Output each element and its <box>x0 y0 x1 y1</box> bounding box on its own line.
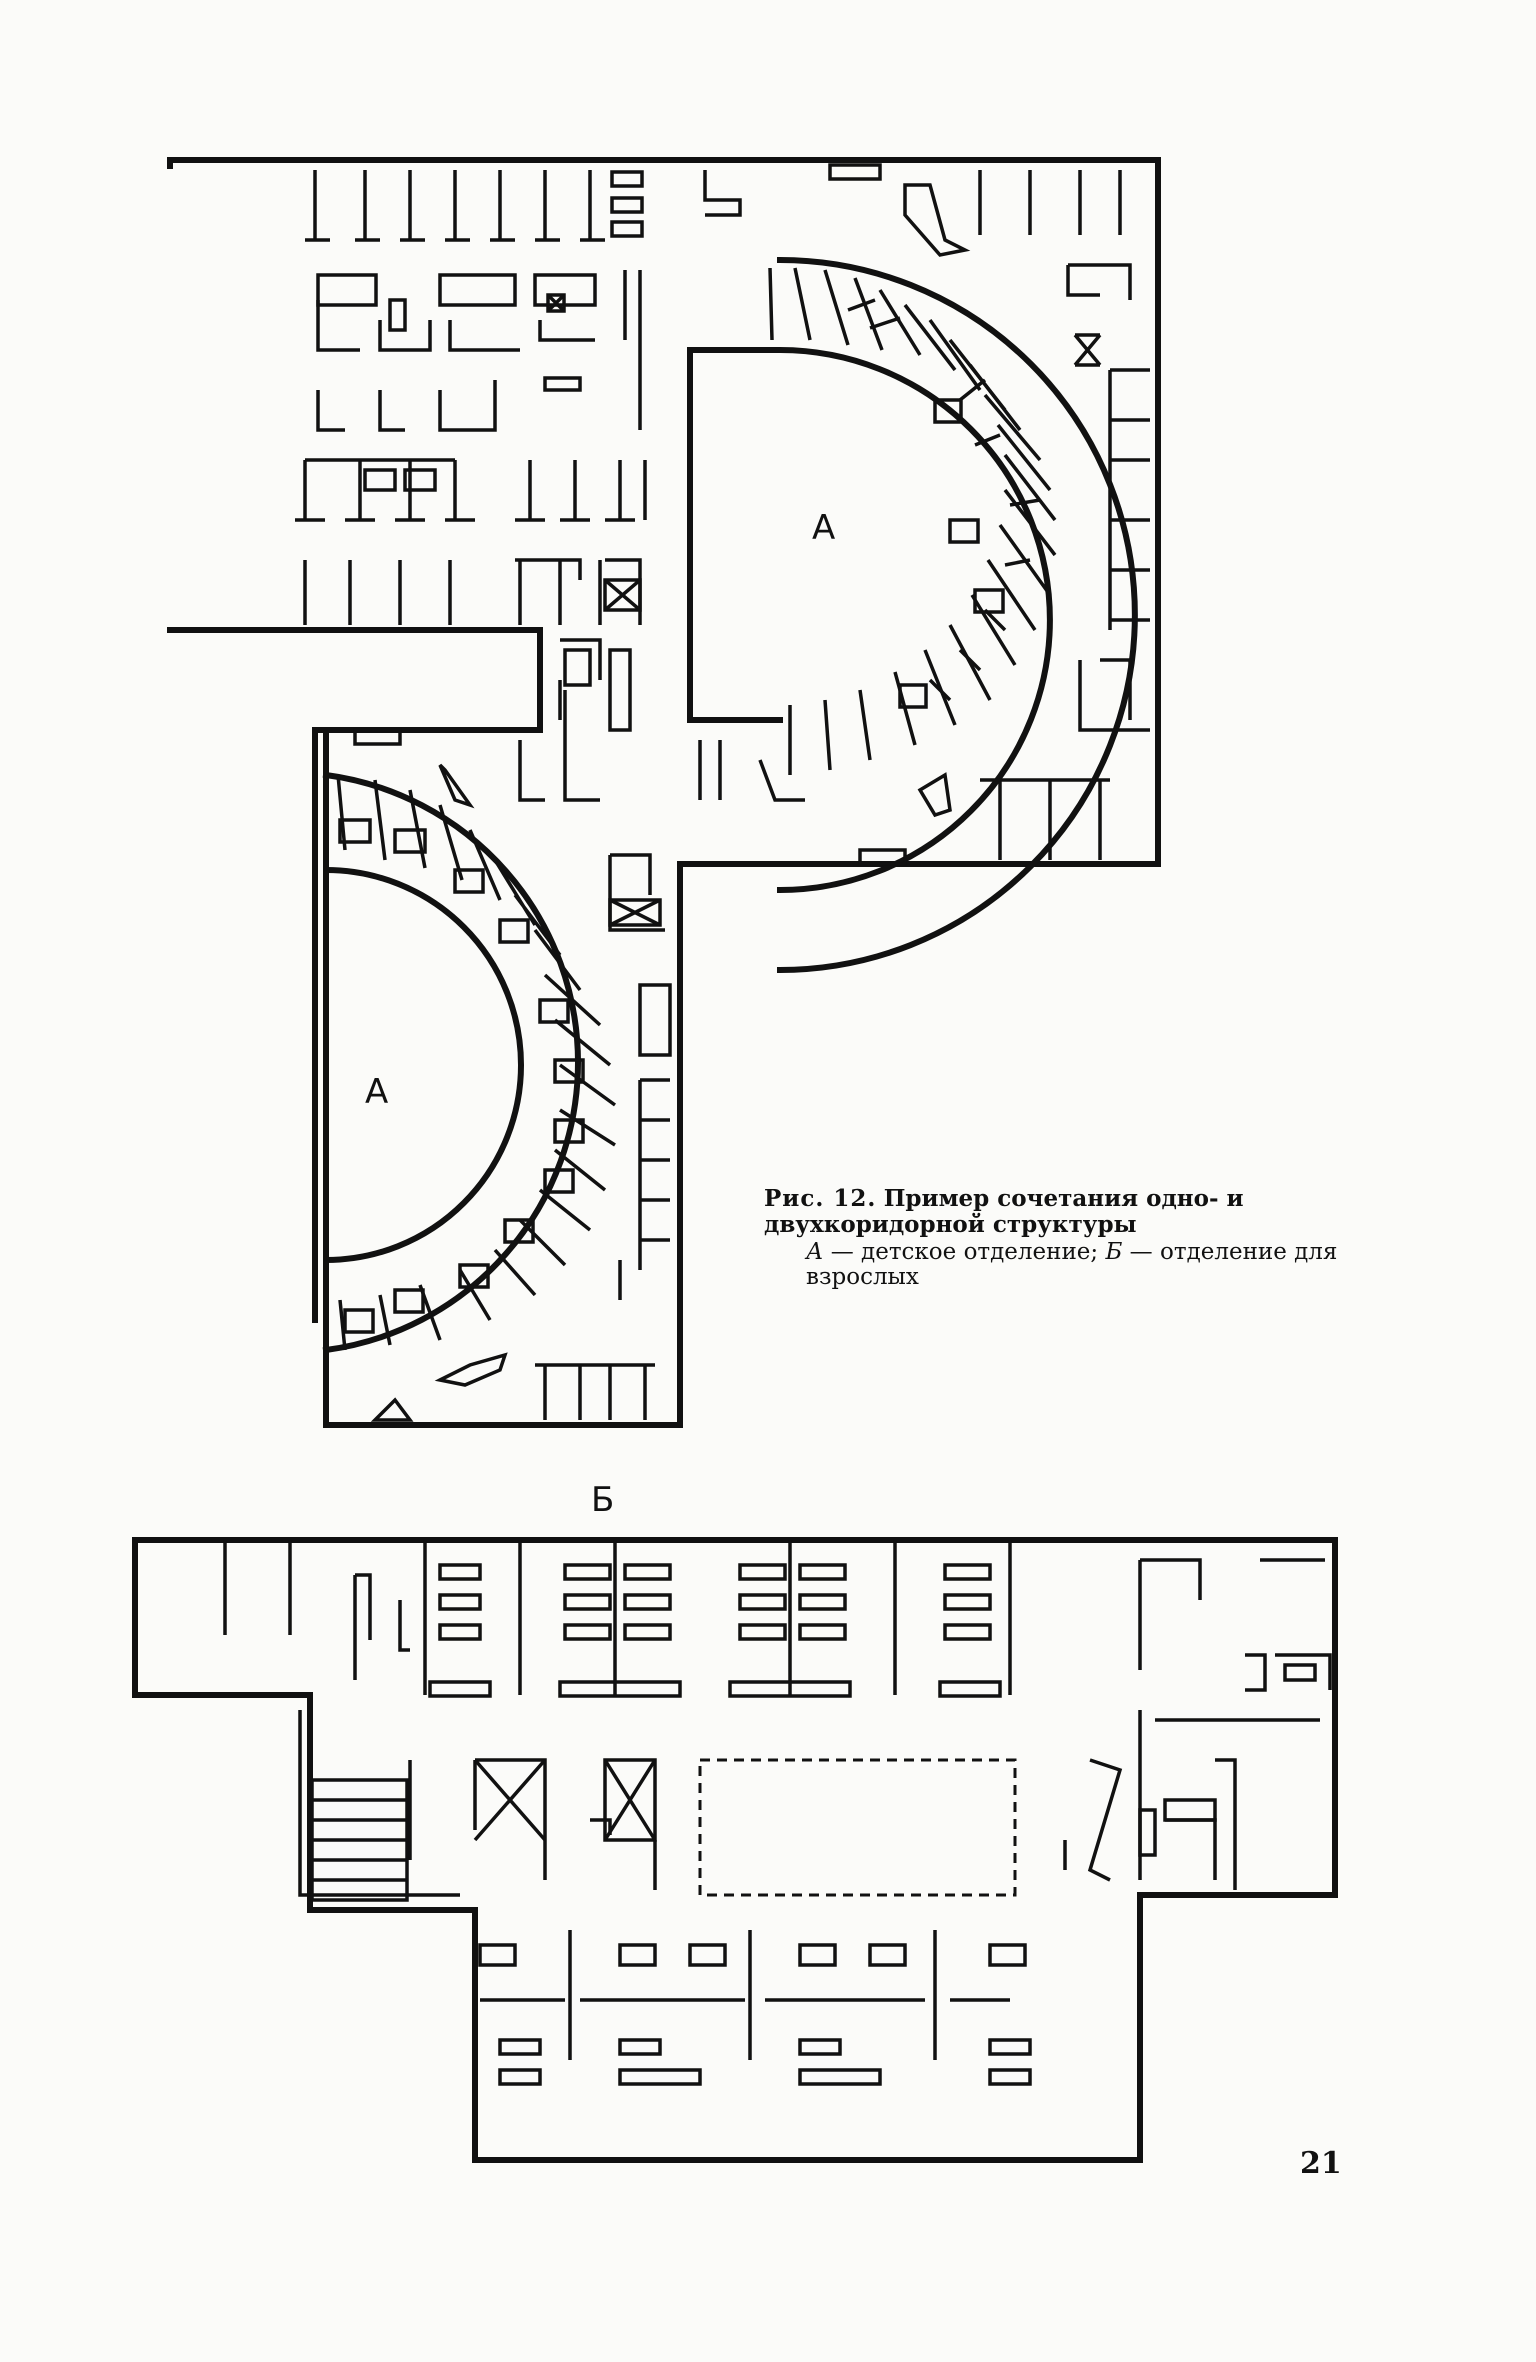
zone-a-lower-label: А <box>365 1072 389 1112</box>
figure-title: Пример сочетания одно- и двухкоридорной … <box>764 1185 1244 1238</box>
legend-a-text: — детское отделение; <box>823 1239 1106 1265</box>
plan-b-wards-top <box>223 1540 1332 1698</box>
legend-b-text: — отделение для взрослых <box>806 1239 1338 1290</box>
plan-b-core <box>310 1758 1237 1902</box>
legend-b-key: Б <box>1105 1239 1123 1265</box>
plan-a-outline <box>167 157 1161 1428</box>
figure-legend: А — детское отделение; Б — отделение для… <box>764 1240 1376 1290</box>
plan-a-beds-lower-ring <box>336 728 617 1422</box>
figure-caption: Рис. 12. Пример сочетания одно- и двухко… <box>764 1186 1376 1290</box>
plan-b-wards-bottom <box>478 1930 1032 2086</box>
legend-a-key: А <box>806 1239 824 1265</box>
zone-b-label: Б <box>591 1480 615 1520</box>
plan-a-rooms-lower-right <box>535 853 672 1420</box>
caption-heading: Рис. 12. Пример сочетания одно- и двухко… <box>764 1186 1376 1238</box>
plan-a-beds-upper-ring <box>698 267 1057 866</box>
plan-a-rooms-right <box>980 263 1150 860</box>
zone-a-upper-label: А <box>812 508 836 548</box>
plan-a-rooms-top-left <box>295 163 1122 802</box>
figure-number: Рис. 12. <box>764 1185 877 1212</box>
page-number: 21 <box>1300 2146 1342 2181</box>
